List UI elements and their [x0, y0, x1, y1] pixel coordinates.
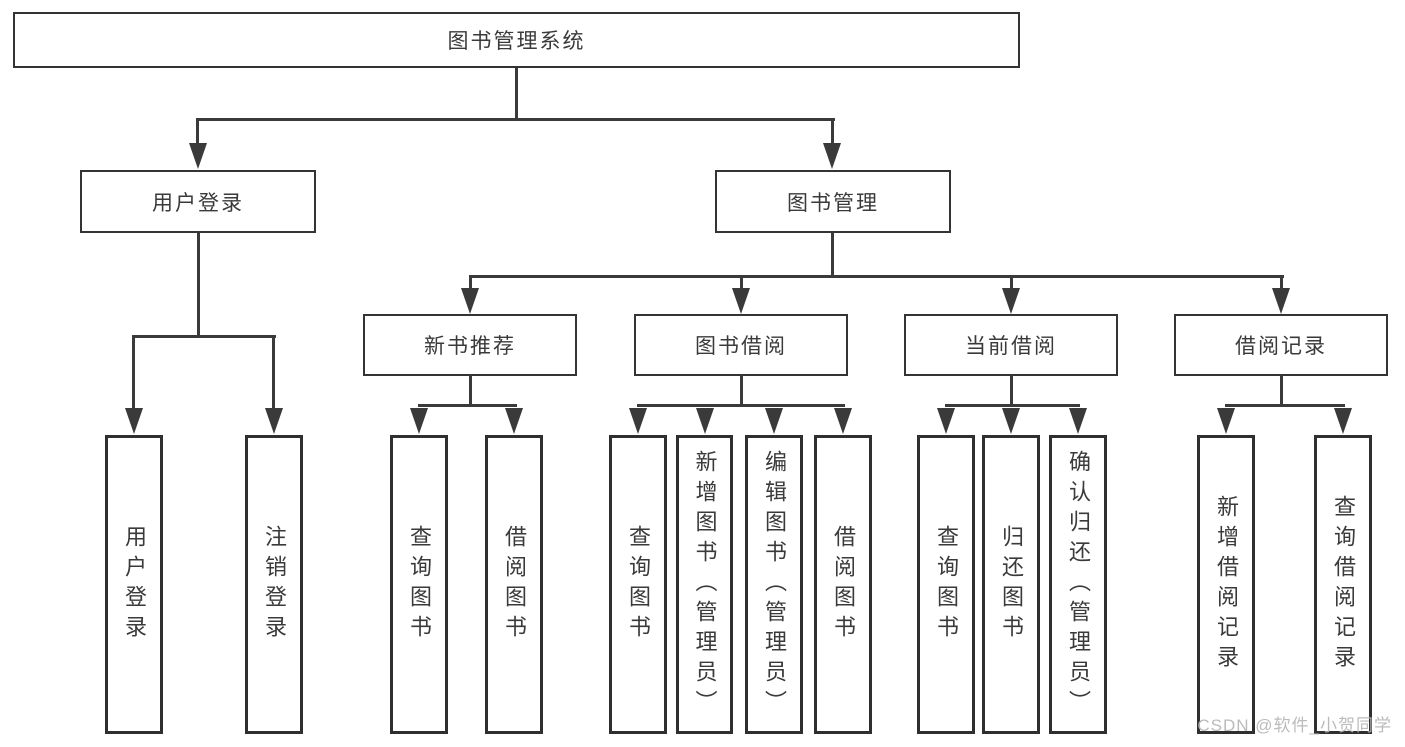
arrowhead-leaf-edit-books — [765, 408, 783, 434]
node-label: 用户登录 — [122, 524, 147, 645]
arrowhead-leaf-user-login — [125, 408, 143, 434]
node-book-management: 图书管理 — [715, 170, 951, 233]
node-leaf-return-books: 归还图书 — [982, 435, 1040, 734]
node-leaf-add-books-admin: 新增图书（管理员） — [676, 435, 733, 734]
node-current-borrow: 当前借阅 — [904, 314, 1118, 376]
node-label: 借阅图书 — [831, 524, 856, 645]
node-leaf-query-books-3: 查询图书 — [917, 435, 975, 734]
connector-level3-bus — [469, 275, 1284, 278]
node-label: 确认归还（管理员） — [1066, 449, 1091, 720]
node-label: 图书管理 — [787, 191, 879, 215]
arrowhead-leaf-confirm-return — [1069, 408, 1087, 434]
connector-drop-user-login — [196, 118, 199, 146]
node-label: 新增借阅记录 — [1214, 494, 1239, 675]
arrowhead-leaf-query-books-1 — [410, 408, 428, 434]
arrowhead-user-login — [189, 143, 207, 169]
arrowhead-leaf-borrow-books-2 — [834, 408, 852, 434]
node-leaf-query-borrow-record: 查询借阅记录 — [1314, 435, 1372, 734]
arrowhead-leaf-query-books-2 — [629, 408, 647, 434]
node-label: 注销登录 — [262, 524, 287, 645]
connector-root-stem — [515, 68, 518, 121]
arrowhead-leaf-borrow-books-1 — [505, 408, 523, 434]
node-label: 归还图书 — [999, 524, 1024, 645]
node-label: 查询图书 — [626, 524, 651, 645]
connector-user-login-stem — [197, 233, 200, 338]
node-label: 借阅记录 — [1235, 335, 1327, 358]
node-label: 查询图书 — [934, 524, 959, 645]
connector-drop-leaf-logout — [272, 335, 275, 410]
connector-drop-leaf-user-login — [132, 335, 135, 410]
node-label: 用户登录 — [152, 191, 244, 215]
node-leaf-edit-books-admin: 编辑图书（管理员） — [745, 435, 803, 734]
node-borrow-records: 借阅记录 — [1174, 314, 1388, 376]
node-label: 新增图书（管理员） — [692, 449, 718, 720]
node-book-borrow: 图书借阅 — [634, 314, 848, 376]
arrowhead-book-borrow — [732, 288, 750, 314]
node-leaf-query-books-1: 查询图书 — [390, 435, 448, 734]
arrowhead-leaf-add-books — [696, 408, 714, 434]
arrowhead-leaf-logout — [265, 408, 283, 434]
node-leaf-user-login: 用户登录 — [105, 435, 163, 734]
node-root-library-management-system: 图书管理系统 — [13, 12, 1020, 68]
node-label: 图书借阅 — [695, 335, 787, 358]
arrowhead-current-borrow — [1002, 288, 1020, 314]
node-leaf-add-borrow-record: 新增借阅记录 — [1197, 435, 1255, 734]
connector-borrow-records-stem — [1280, 374, 1283, 407]
connector-new-book-recommend-bus — [418, 404, 517, 407]
connector-book-borrow-stem — [740, 374, 743, 407]
node-label: 借阅图书 — [502, 524, 527, 645]
connector-borrow-records-bus — [1225, 404, 1345, 407]
node-label: 查询借阅记录 — [1331, 494, 1356, 675]
arrowhead-book-management — [823, 143, 841, 169]
node-label: 当前借阅 — [965, 335, 1057, 358]
arrowhead-borrow-records — [1272, 288, 1290, 314]
node-label: 图书管理系统 — [447, 30, 586, 53]
connector-drop-new-book-recommend — [469, 275, 472, 291]
node-label: 查询图书 — [407, 524, 432, 645]
connector-book-borrow-bus — [637, 404, 845, 407]
connector-book-management-stem — [831, 233, 834, 278]
connector-drop-borrow-records — [1280, 275, 1283, 291]
arrowhead-leaf-query-borrow-record — [1334, 408, 1352, 434]
connector-current-borrow-bus — [945, 404, 1080, 407]
csdn-watermark: CSDN @软件_小贺同学 — [1197, 716, 1392, 735]
node-leaf-confirm-return-admin: 确认归还（管理员） — [1049, 435, 1107, 734]
connector-drop-current-borrow — [1010, 275, 1013, 291]
connector-user-login-bus — [132, 335, 276, 338]
node-label: 编辑图书（管理员） — [762, 449, 787, 720]
arrowhead-leaf-return-books — [1002, 408, 1020, 434]
node-label: 新书推荐 — [424, 335, 516, 358]
node-leaf-borrow-books-2: 借阅图书 — [814, 435, 872, 734]
connector-level2-bus — [196, 118, 835, 121]
connector-current-borrow-stem — [1010, 374, 1013, 407]
connector-drop-book-borrow — [740, 275, 743, 291]
arrowhead-new-book-recommend — [461, 288, 479, 314]
node-new-book-recommend: 新书推荐 — [363, 314, 577, 376]
arrowhead-leaf-query-books-3 — [937, 408, 955, 434]
node-leaf-query-books-2: 查询图书 — [609, 435, 667, 734]
arrowhead-leaf-add-borrow-record — [1217, 408, 1235, 434]
connector-drop-book-management — [831, 118, 834, 146]
node-leaf-logout: 注销登录 — [245, 435, 303, 734]
node-user-login: 用户登录 — [80, 170, 316, 233]
node-leaf-borrow-books-1: 借阅图书 — [485, 435, 543, 734]
connector-new-book-recommend-stem — [469, 374, 472, 407]
